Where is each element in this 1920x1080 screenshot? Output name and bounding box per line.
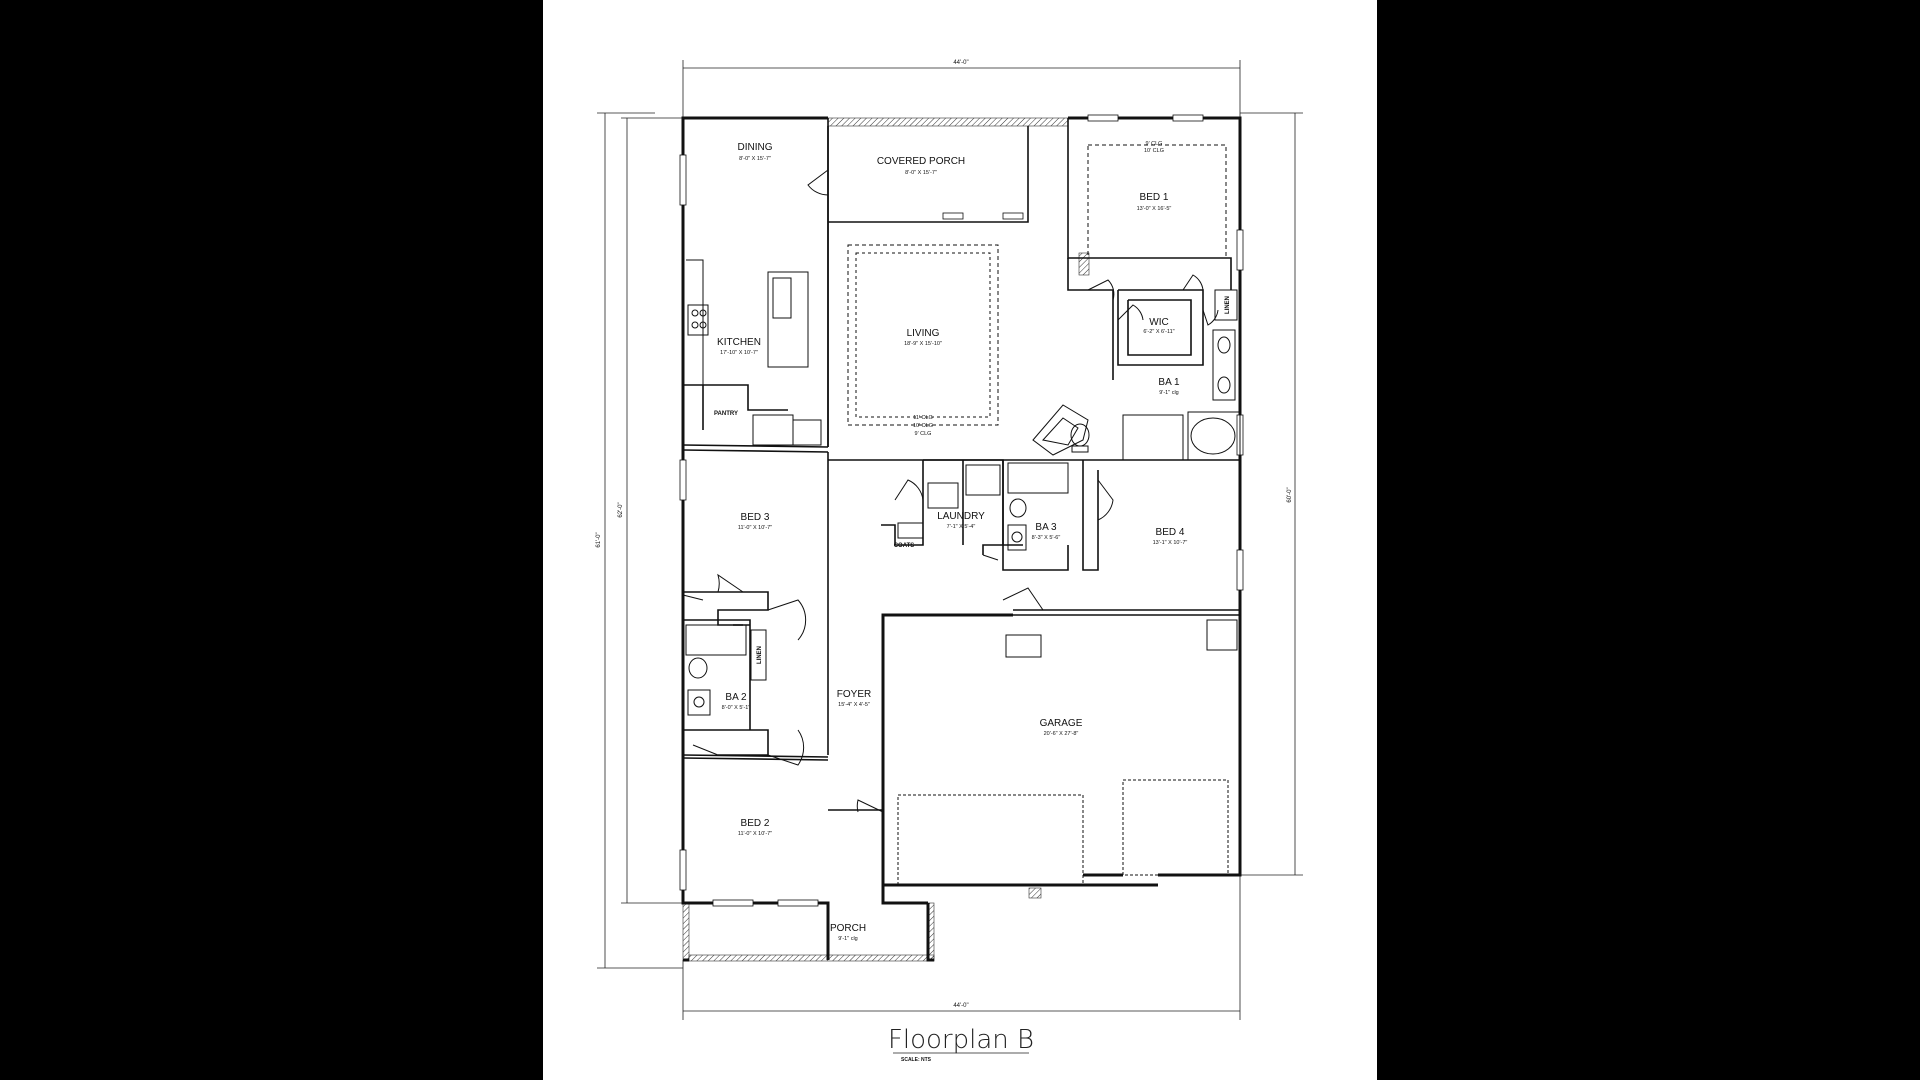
- room-covered-porch-size: 8'-0" X 15'-7": [905, 170, 937, 176]
- dimension-top: 44'-0": [953, 60, 968, 66]
- living-ceiling-note-1: 11' CLG: [913, 415, 933, 421]
- dimension-lines: [597, 60, 1303, 1020]
- room-bed4-name: BED 4: [1156, 527, 1185, 538]
- bed1-ceiling-note-2: 10' CLG: [1144, 148, 1164, 154]
- room-kitchen-size: 17'-10" X 10'-7": [720, 350, 758, 356]
- drawing-sheet: 44'-0" 44'-0" 61'-0" 62'-0" 60'-0": [543, 0, 1377, 1080]
- dimension-bottom: 44'-0": [953, 1003, 968, 1009]
- kitchen-fixtures: [686, 259, 822, 446]
- bed1-ceiling-note-1: 9' CLG: [1146, 141, 1163, 147]
- room-living-size: 18'-9" X 15'-10": [904, 341, 942, 347]
- drawing-title: Floorplan B: [888, 1025, 1034, 1055]
- room-covered-porch-name: COVERED PORCH: [877, 156, 965, 167]
- room-laundry-size: 7'-1" X 5'-4": [947, 524, 976, 530]
- room-living-name: LIVING: [907, 328, 940, 339]
- room-dining-size: 8'-0" X 15'-7": [739, 156, 771, 162]
- room-ba1-size: 9'-1" clg: [1159, 390, 1179, 396]
- room-bed1-name: BED 1: [1140, 192, 1169, 203]
- room-labels: DINING 8'-0" X 15'-7" COVERED PORCH 8'-0…: [714, 141, 1231, 942]
- room-coats-name: COATS: [894, 543, 915, 549]
- room-ba1-name: BA 1: [1158, 377, 1180, 388]
- room-pantry-name: PANTRY: [714, 411, 738, 417]
- room-bed2-size: 11'-0" X 10'-7": [738, 831, 772, 837]
- room-bed3-size: 11'-0" X 10'-7": [738, 525, 772, 531]
- room-kitchen-name: KITCHEN: [717, 337, 761, 348]
- floorplan-drawing: 44'-0" 44'-0" 61'-0" 62'-0" 60'-0": [596, 60, 1303, 1063]
- interior-walls: [682, 118, 1240, 811]
- living-ceiling-note-2: 10' CLG: [913, 423, 933, 429]
- bath-fixtures: [685, 289, 1241, 716]
- room-ba3-name: BA 3: [1035, 522, 1057, 533]
- room-bed3-name: BED 3: [741, 512, 770, 523]
- hatched-areas: [682, 117, 1090, 962]
- doors: [682, 169, 1219, 813]
- room-garage-size: 20'-6" X 27'-8": [1044, 731, 1079, 737]
- room-foyer-name: FOYER: [837, 689, 871, 700]
- room-laundry-name: LAUNDRY: [937, 511, 985, 522]
- room-ba3-size: 8'-3" X 5'-6": [1032, 535, 1061, 541]
- room-wic-size: 6'-2" X 6'-11": [1143, 329, 1174, 335]
- room-linen-ba1-name: LINEN: [1225, 296, 1231, 314]
- living-ceiling-note-3: 9' CLG: [915, 431, 932, 437]
- room-garage-name: GARAGE: [1040, 718, 1083, 729]
- room-bed4-size: 13'-1" X 10'-7": [1153, 540, 1188, 546]
- exterior-walls: [681, 116, 1242, 962]
- dimension-right: 60'-0": [1287, 487, 1293, 502]
- garage-doors: [897, 779, 1229, 886]
- room-dining-name: DINING: [738, 142, 773, 153]
- room-wic-name: WIC: [1149, 317, 1168, 328]
- room-bed2-name: BED 2: [741, 818, 770, 829]
- room-porch-name: PORCH: [830, 923, 866, 934]
- room-ba2-size: 8'-0" X 5'-1": [722, 705, 751, 711]
- room-foyer-size: 15'-4" X 4'-5": [838, 702, 870, 708]
- ceiling-outlines: [847, 144, 1227, 426]
- dimension-left-inner: 62'-0": [618, 502, 624, 517]
- drawing-scale: SCALE: NTS: [901, 1057, 932, 1063]
- room-linen-ba2-name: LINEN: [757, 646, 763, 664]
- dimension-left-outer: 61'-0": [596, 532, 602, 547]
- room-ba2-name: BA 2: [725, 692, 747, 703]
- room-porch-size: 9'-1" clg: [838, 936, 858, 942]
- room-bed1-size: 13'-0" X 16'-5": [1137, 206, 1172, 212]
